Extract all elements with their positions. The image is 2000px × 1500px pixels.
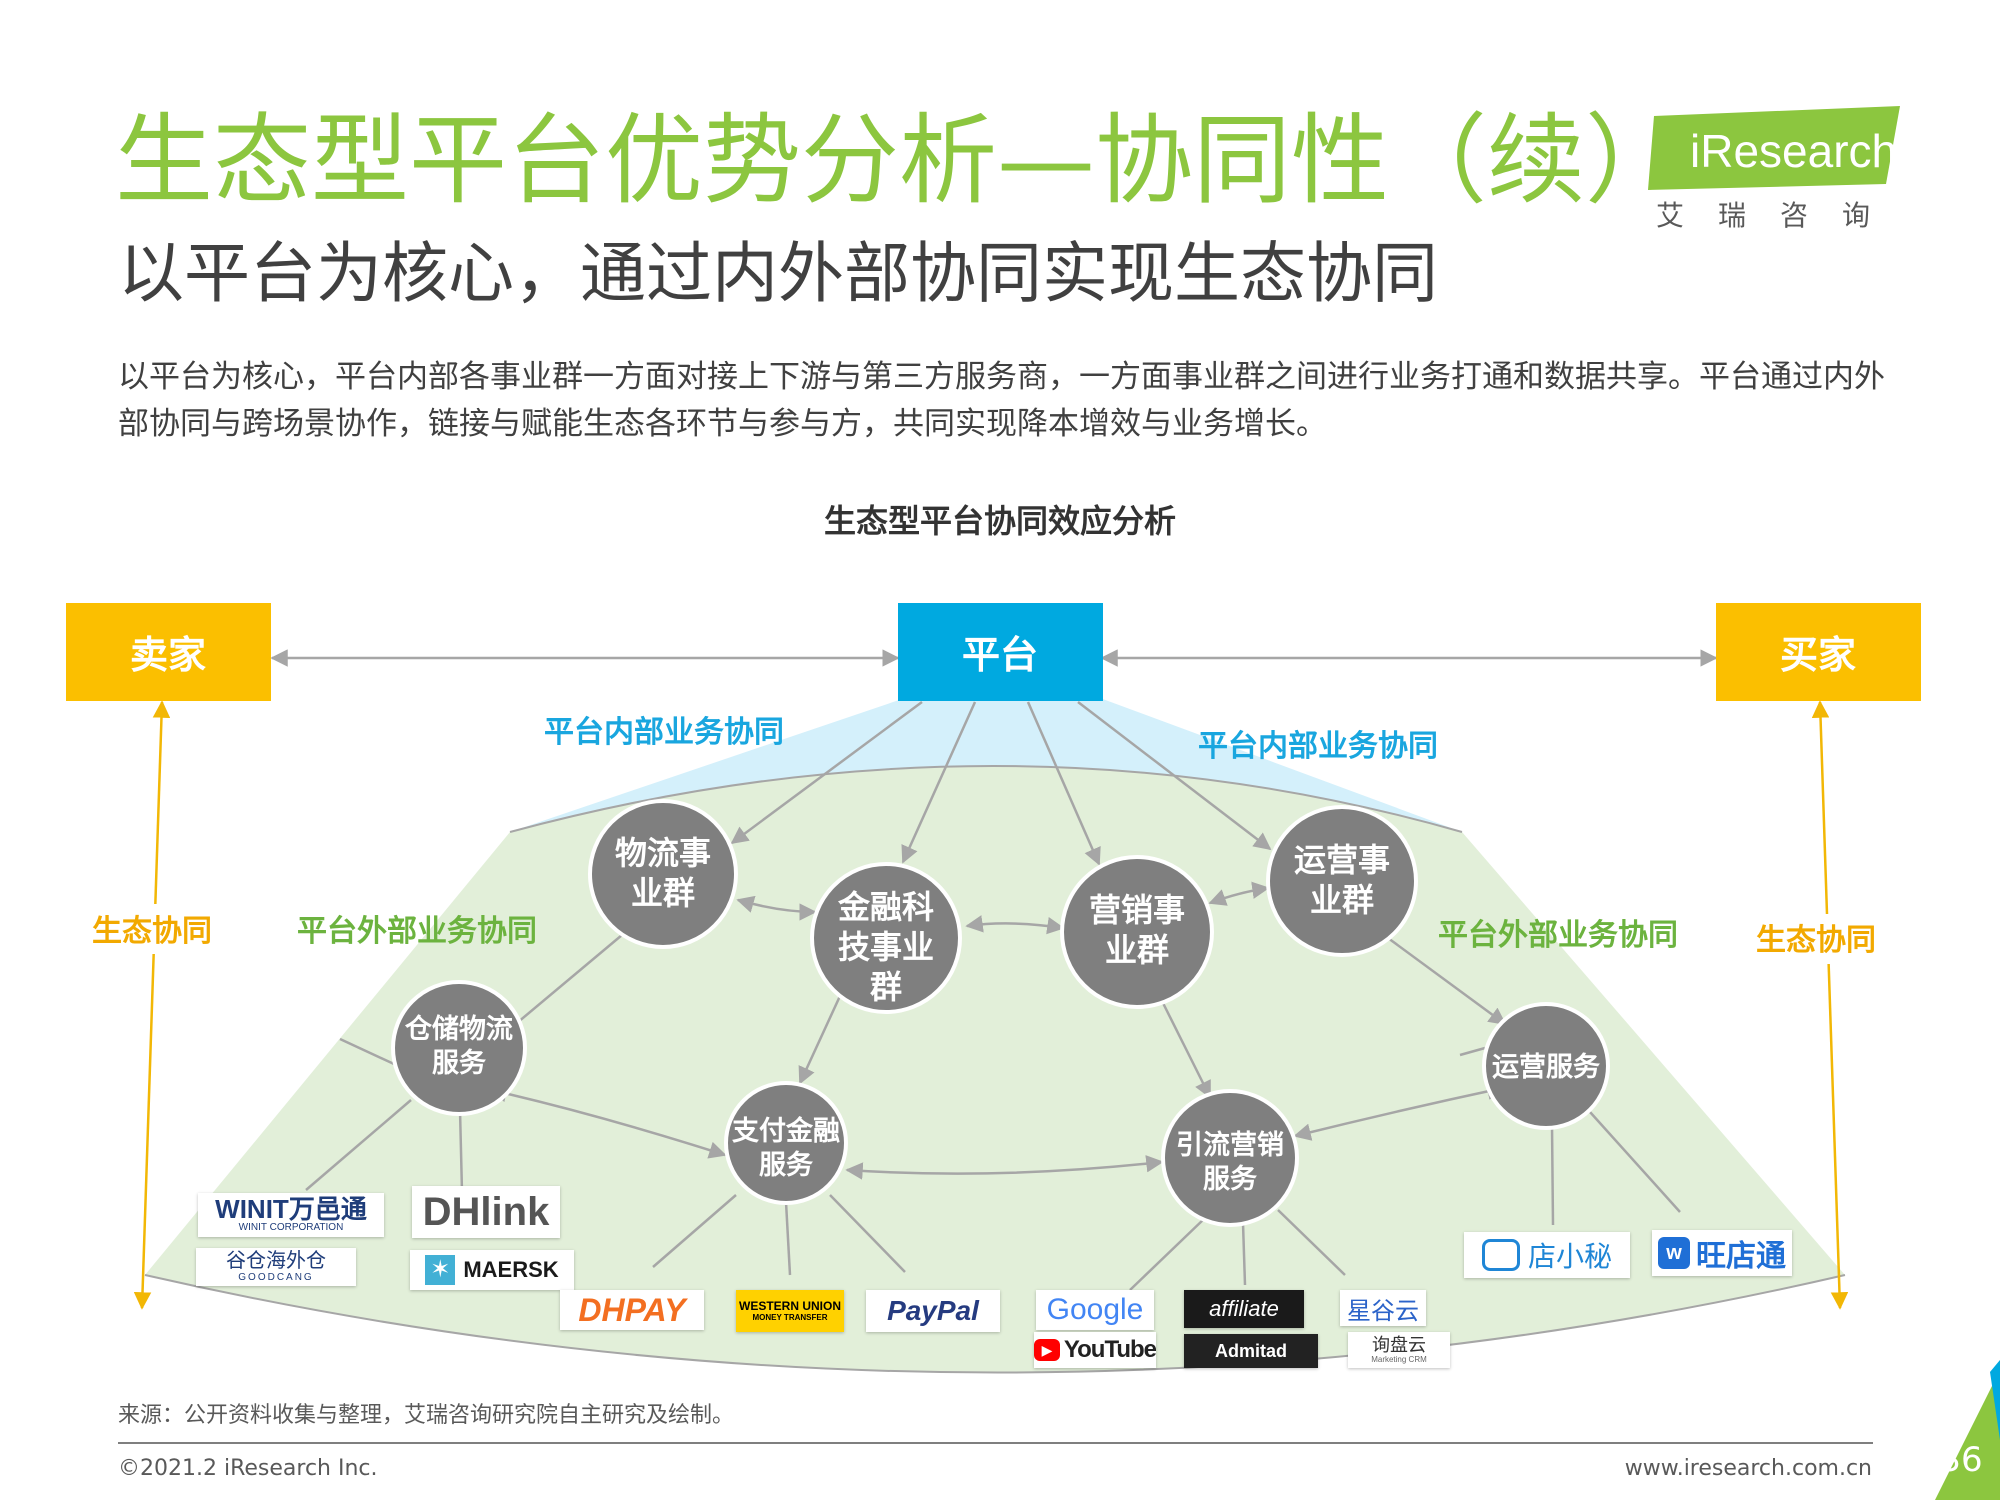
dhlink-logo: DHlink — [412, 1186, 560, 1238]
goodcang-logo: 谷仓海外仓 GOODCANG — [196, 1248, 356, 1286]
paypal-logo: PayPal — [866, 1290, 1000, 1332]
operations-service-node: 运营服务 — [1482, 1002, 1610, 1130]
description-text: 以平台为核心，平台内部各事业群一方面对接上下游与第三方服务商，一方面事业群之间进… — [118, 359, 1885, 442]
payment-service-line2: 服务 — [759, 1150, 813, 1181]
page-title: 生态型平台优势分析—协同性（续） — [115, 104, 1684, 218]
western-union-subtext: MONEY TRANSFER — [752, 1313, 828, 1322]
footer-divider — [118, 1442, 1873, 1444]
marketing-group-line2: 业群 — [1105, 931, 1169, 969]
dhpay-text: DHPAY — [578, 1291, 686, 1328]
seller-label: 卖家 — [130, 633, 206, 677]
website-link[interactable]: www.iresearch.com.cn — [1624, 1456, 1872, 1481]
payment-service-line1: 支付金融 — [732, 1115, 840, 1147]
marketing-group-node: 营销事 业群 — [1060, 855, 1214, 1009]
platform-label: 平台 — [962, 633, 1038, 677]
goodcang-subtext: GOODCANG — [238, 1272, 314, 1283]
external-synergy-area — [145, 766, 1845, 1373]
fintech-group-line3: 群 — [870, 968, 902, 1006]
youtube-text: YouTube — [1063, 1336, 1156, 1363]
internal-synergy-label-right: 平台内部业务协同 — [1198, 729, 1438, 764]
traffic-service-line1: 引流营销 — [1176, 1130, 1284, 1161]
goodcang-text: 谷仓海外仓 — [226, 1250, 326, 1272]
xunpan-text: 询盘云 — [1372, 1335, 1426, 1355]
buyer-label: 买家 — [1780, 633, 1856, 677]
admitad-text: Admitad — [1215, 1340, 1287, 1361]
buyer-box — [1716, 603, 1921, 701]
eco-synergy-label-right: 生态协同 — [1756, 923, 1876, 958]
inner-arc — [509, 765, 1463, 833]
warehouse-service-node: 仓储物流 服务 — [391, 980, 527, 1116]
internal-synergy-label-left: 平台内部业务协同 — [544, 715, 784, 750]
logistics-group-line1: 物流事 — [615, 834, 711, 872]
warehouse-service-line1: 仓储物流 — [404, 1014, 513, 1045]
maersk-logo: ✶ MAERSK — [410, 1250, 574, 1290]
page-number: 36 — [1939, 1440, 1983, 1480]
outer-arc — [144, 1274, 1846, 1374]
wangdiantong-text: 旺店通 — [1696, 1240, 1786, 1273]
eco-synergy-label-left: 生态协同 — [92, 914, 212, 949]
logo-text: iResearch — [1690, 125, 1898, 177]
robot-icon — [1481, 1239, 1520, 1271]
dianxiaomi-text: 店小秘 — [1527, 1241, 1612, 1272]
dianxiaomi-logo: 店小秘 — [1464, 1232, 1630, 1278]
fintech-group-node: 金融科 技事业 群 — [810, 862, 962, 1014]
payment-service-node: 支付金融 服务 — [724, 1081, 848, 1205]
logo-subtext: 艾瑞咨询 — [1656, 199, 1905, 232]
google-logo: Google — [1036, 1290, 1154, 1330]
youtube-logo: ▶ YouTube — [1034, 1332, 1156, 1368]
internal-synergy-area — [510, 698, 1462, 832]
iresearch-logo — [1648, 106, 1900, 190]
western-union-logo: WESTERN UNION MONEY TRANSFER — [736, 1290, 844, 1332]
maersk-text: MAERSK — [463, 1257, 559, 1282]
traffic-marketing-service-node: 引流营销 服务 — [1161, 1089, 1299, 1227]
xinggu-text: 星谷云 — [1347, 1297, 1419, 1325]
logistics-group-node: 物流事 业群 — [588, 799, 738, 949]
marketing-group-line1: 营销事 — [1089, 891, 1185, 929]
platform-box — [898, 603, 1103, 701]
wangdiantong-logo: w 旺店通 — [1652, 1230, 1792, 1276]
operations-group-line1: 运营事 — [1294, 841, 1390, 879]
logistics-group-line2: 业群 — [631, 874, 695, 912]
copyright: ©2021.2 iResearch Inc. — [118, 1456, 378, 1481]
seller-box — [66, 603, 271, 701]
wangdiantong-icon: w — [1658, 1237, 1690, 1269]
dhpay-logo: DHPAY — [560, 1290, 704, 1330]
xinggu-logo: 星谷云 — [1340, 1290, 1426, 1326]
source-note: 来源：公开资料收集与整理，艾瑞咨询研究院自主研究及绘制。 — [118, 1403, 735, 1428]
operations-service-line1: 运营服务 — [1492, 1052, 1600, 1083]
winit-text: WINIT万邑通 — [215, 1194, 367, 1224]
youtube-play-icon: ▶ — [1034, 1339, 1060, 1361]
google-text: Google — [1046, 1293, 1144, 1326]
dhlink-text: DHlink — [422, 1189, 550, 1234]
western-union-text: WESTERN UNION — [739, 1299, 841, 1313]
warehouse-service-line2: 服务 — [432, 1048, 486, 1079]
affiliate-text: affiliate — [1209, 1296, 1279, 1321]
winit-logo: WINIT万邑通 WINIT CORPORATION — [198, 1193, 384, 1237]
xunpan-subtext: Marketing CRM — [1371, 1355, 1427, 1364]
page-subtitle: 以平台为核心，通过内外部协同实现生态协同 — [118, 235, 1438, 312]
diagram-title: 生态型平台协同效应分析 — [823, 502, 1176, 540]
fintech-group-line2: 技事业 — [838, 928, 934, 966]
maersk-star-icon: ✶ — [425, 1255, 456, 1285]
admitad-logo: Admitad — [1184, 1334, 1318, 1368]
external-synergy-label-right: 平台外部业务协同 — [1438, 918, 1678, 953]
affiliate-logo: affiliate — [1184, 1290, 1304, 1328]
paypal-text: PayPal — [887, 1295, 979, 1326]
external-synergy-label-left: 平台外部业务协同 — [297, 914, 537, 949]
operations-group-line2: 业群 — [1310, 881, 1374, 919]
xunpan-logo: 询盘云 Marketing CRM — [1348, 1332, 1450, 1368]
fintech-group-line1: 金融科 — [837, 888, 934, 926]
traffic-service-line2: 服务 — [1203, 1164, 1257, 1195]
operations-group-node: 运营事 业群 — [1266, 805, 1418, 957]
winit-subtext: WINIT CORPORATION — [238, 1222, 344, 1233]
